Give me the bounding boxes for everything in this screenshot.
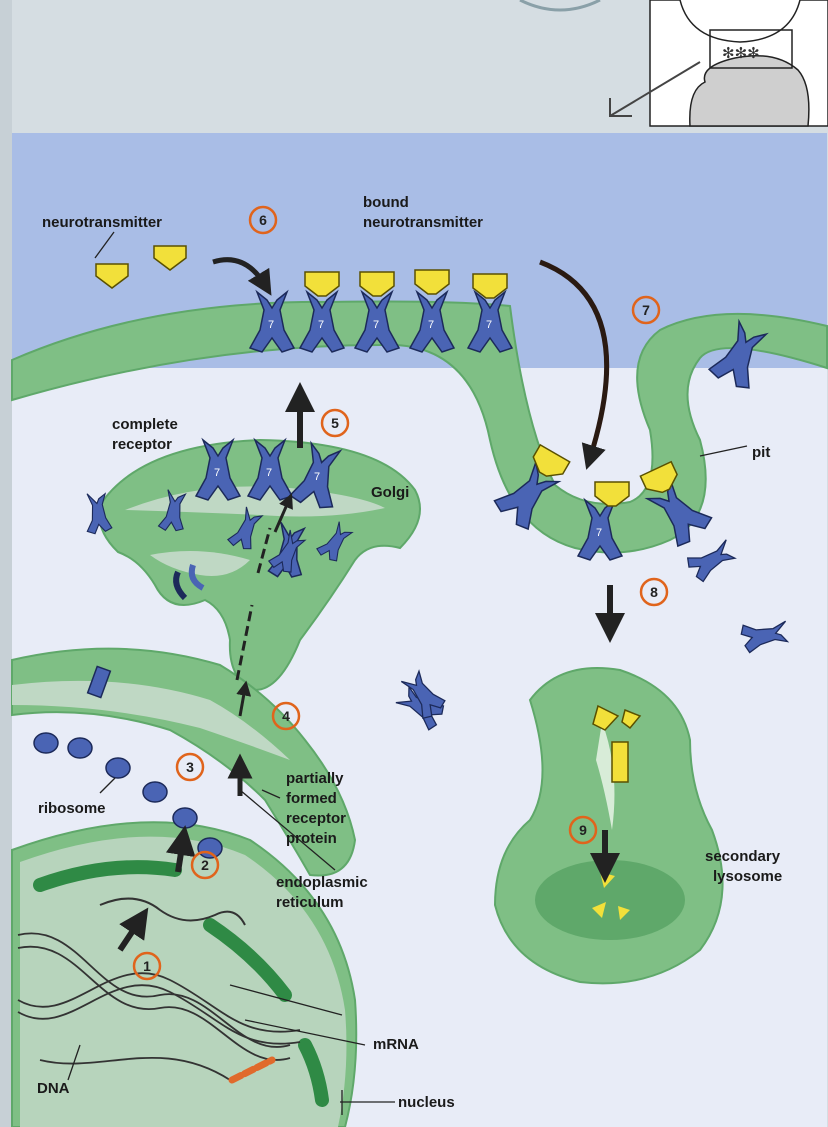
svg-text:7: 7 bbox=[596, 527, 602, 539]
label-partially-line3: receptor bbox=[286, 810, 346, 827]
label-neurotransmitter: neurotransmitter bbox=[42, 214, 162, 231]
svg-text:7: 7 bbox=[314, 471, 320, 483]
label-dna: DNA bbox=[37, 1080, 70, 1097]
step-8-number: 8 bbox=[650, 584, 658, 600]
svg-text:7: 7 bbox=[214, 467, 220, 479]
label-bound-line1: bound bbox=[363, 194, 409, 211]
svg-text:7: 7 bbox=[428, 319, 434, 331]
label-pit: pit bbox=[752, 444, 770, 461]
step-9-number: 9 bbox=[579, 822, 587, 838]
step-3-number: 3 bbox=[186, 759, 194, 775]
step-6-number: 6 bbox=[259, 212, 267, 228]
svg-text:7: 7 bbox=[268, 319, 274, 331]
step-7-number: 7 bbox=[642, 302, 650, 318]
label-nucleus: nucleus bbox=[398, 1094, 455, 1111]
svg-text:7: 7 bbox=[266, 467, 272, 479]
label-er-line2: reticulum bbox=[276, 894, 344, 911]
label-complete-line1: complete bbox=[112, 416, 178, 433]
label-partially-line4: protein bbox=[286, 830, 337, 847]
label-lysosome-line2: lysosome bbox=[713, 868, 782, 885]
step-2-number: 2 bbox=[201, 857, 209, 873]
label-mrna: mRNA bbox=[373, 1036, 419, 1053]
label-bound-line2: neurotransmitter bbox=[363, 214, 483, 231]
label-er-line1: endoplasmic bbox=[276, 874, 368, 891]
label-complete-line2: receptor bbox=[112, 436, 172, 453]
svg-text:7: 7 bbox=[318, 319, 324, 331]
step-4-number: 4 bbox=[282, 708, 290, 724]
label-lysosome-line1: secondary bbox=[705, 848, 781, 865]
svg-text:7: 7 bbox=[486, 319, 492, 331]
svg-text:7: 7 bbox=[373, 319, 379, 331]
svg-text:✻✻✻: ✻✻✻ bbox=[722, 45, 760, 62]
step-1-number: 1 bbox=[143, 958, 151, 974]
label-ribosome: ribosome bbox=[38, 800, 106, 817]
step-5-number: 5 bbox=[331, 415, 339, 431]
label-partially-line2: formed bbox=[286, 790, 337, 807]
label-golgi: Golgi bbox=[371, 484, 409, 501]
label-partially-line1: partially bbox=[286, 770, 344, 787]
